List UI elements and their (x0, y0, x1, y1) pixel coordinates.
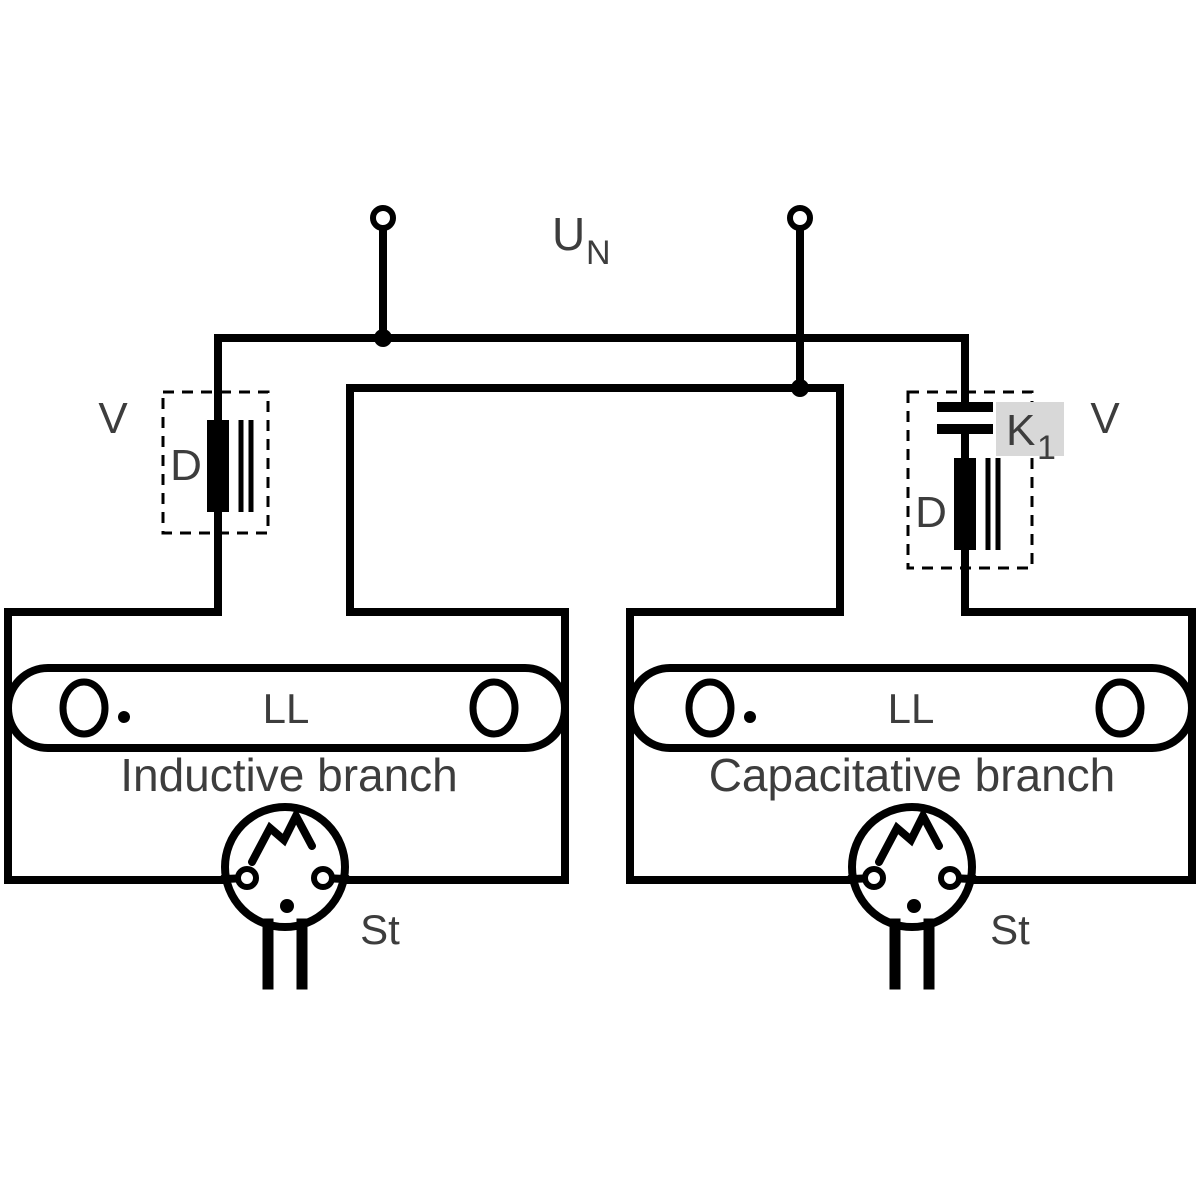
neutral-loop-wire (346, 384, 844, 616)
supply-voltage-subscript: N (586, 234, 611, 272)
right-starter-body (848, 803, 976, 931)
left-starter-terminal-left (235, 866, 259, 890)
left-ballast-label: D (170, 441, 202, 490)
left-starter-body (221, 803, 349, 931)
k1-label-highlight (996, 402, 1064, 456)
left-outer-lamp-wire (4, 508, 230, 884)
right-outer-lamp-wire (961, 546, 1196, 884)
left-lamp-tube (4, 664, 569, 752)
capacitor-plate-bottom (937, 424, 993, 434)
right-starter-switch-icon (875, 807, 943, 866)
right-ballast-box-label: V (1090, 394, 1120, 443)
right-lamp-electrode-left (685, 678, 735, 738)
left-starter-label: St (360, 906, 400, 953)
right-lamp-electrode-right (1095, 678, 1145, 738)
right-lamp-tube (626, 664, 1196, 752)
left-lamp-dot (118, 711, 130, 723)
right-starter-dot (907, 899, 921, 913)
left-lamp-electrode-right (469, 678, 519, 738)
right-ballast-winding (954, 458, 976, 550)
right-starter-label: St (990, 906, 1030, 953)
right-supply-terminal (787, 205, 813, 231)
left-inner-lamp-wire (340, 608, 569, 884)
left-starter-dot (280, 899, 294, 913)
right-lamp-dot (744, 711, 756, 723)
junction-dot-left (374, 329, 392, 347)
left-branch-label: Inductive branch (120, 749, 458, 801)
left-ballast-winding (207, 420, 229, 512)
right-ballast-dashed-box (906, 390, 1034, 570)
right-inner-lamp-wire (626, 608, 857, 884)
left-starter-switch-icon (248, 807, 316, 866)
left-ballast-box-label: V (98, 394, 128, 443)
left-lamp-label: LL (263, 685, 310, 732)
left-lamp-electrode-left (59, 678, 109, 738)
left-ballast-dashed-box (161, 390, 270, 535)
supply-voltage-label: U (552, 208, 585, 260)
left-starter-terminal-right (311, 866, 335, 890)
capacitor-plate-top (937, 402, 993, 412)
right-starter-terminal-left (862, 866, 886, 890)
left-supply-terminal (370, 205, 396, 231)
k1-capacitor-subscript: 1 (1037, 429, 1056, 467)
right-branch-label: Capacitative branch (709, 749, 1116, 801)
right-ballast-label: D (915, 488, 947, 537)
junction-dot-right (791, 379, 809, 397)
k1-capacitor-label: K (1006, 406, 1035, 455)
right-starter-terminal-right (938, 866, 962, 890)
right-lamp-label: LL (888, 685, 935, 732)
